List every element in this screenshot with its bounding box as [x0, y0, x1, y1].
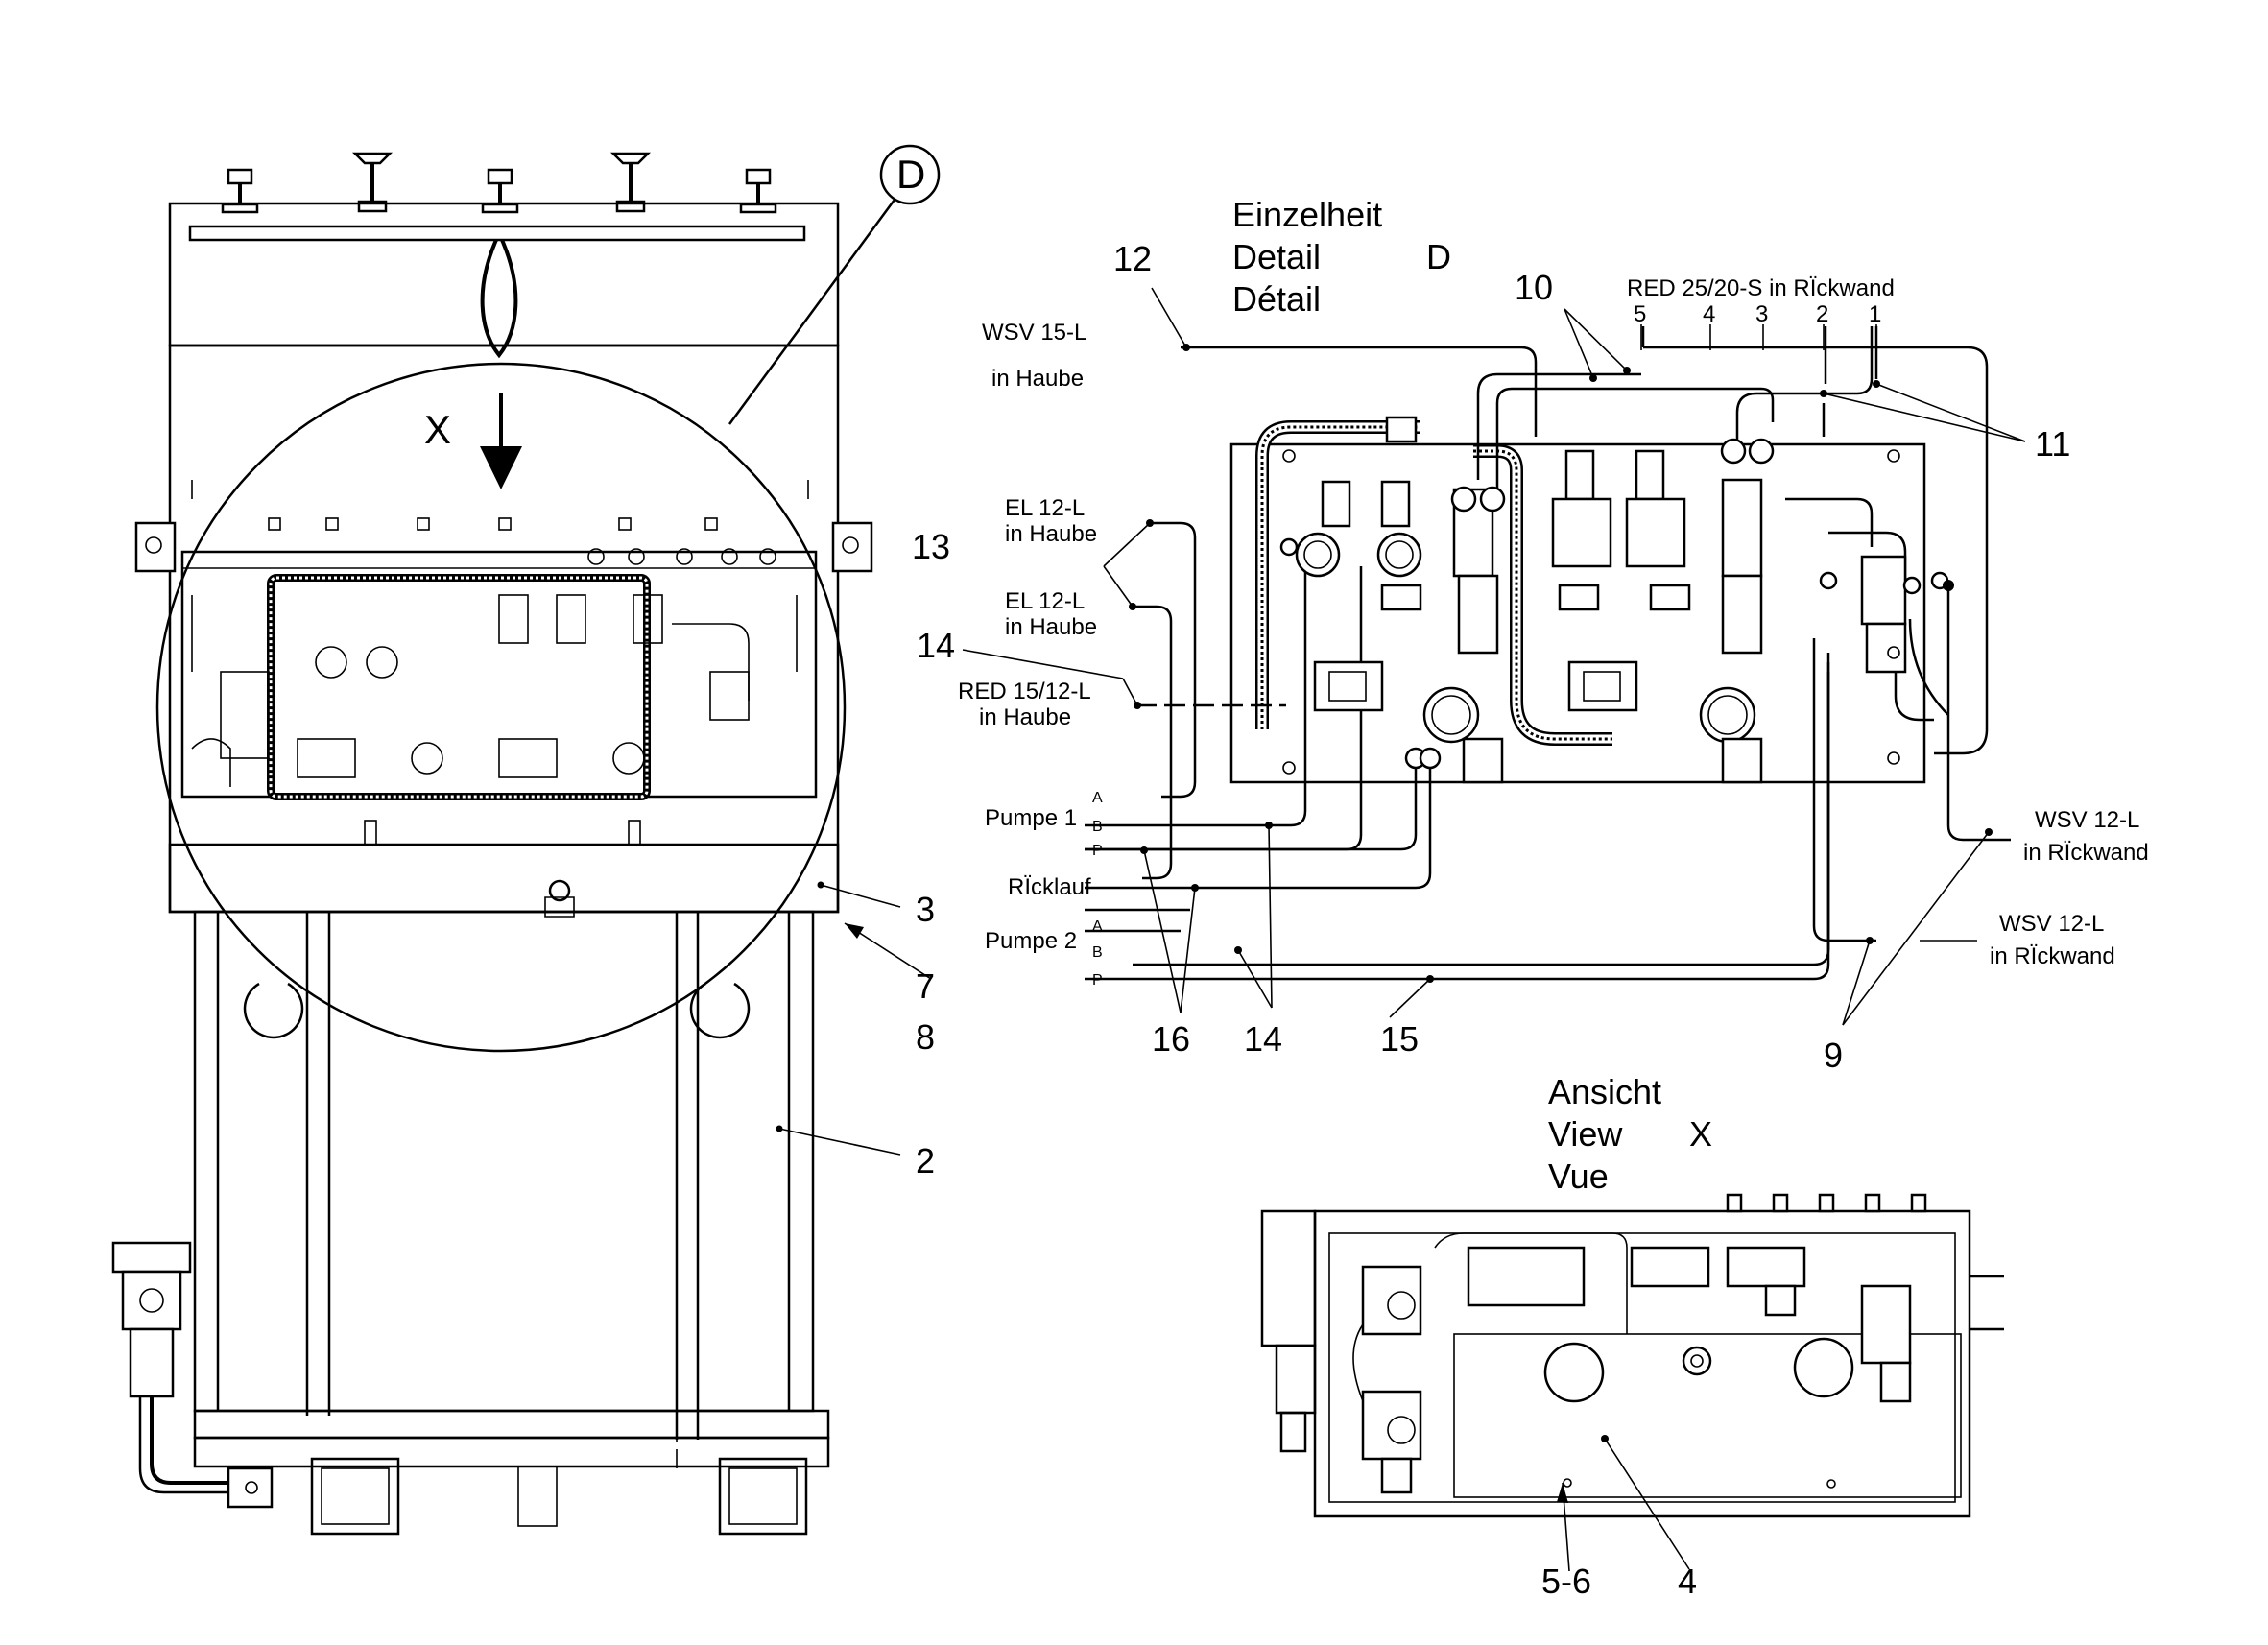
callout-5-6: 5-6	[1541, 1562, 1591, 1601]
label-pumpe1: Pumpe 1	[985, 805, 1077, 831]
label-el12a: EL 12-L	[1005, 495, 1085, 521]
label-p1-p: P	[1092, 843, 1103, 859]
view-arrow-label: X	[424, 407, 451, 452]
view-title-line3: Vue	[1548, 1156, 1609, 1196]
label-p2-p: P	[1092, 972, 1103, 989]
label-el12b: EL 12-L	[1005, 588, 1085, 614]
callout-16: 16	[1152, 1019, 1190, 1059]
label-wsv15-loc: in Haube	[991, 366, 1084, 392]
manifold-plate	[1229, 442, 1926, 784]
label-p1-a: A	[1092, 790, 1103, 806]
detail-title-line3: Détail	[1232, 279, 1321, 319]
callout-2: 2	[916, 1141, 935, 1180]
callout-15: 15	[1380, 1019, 1419, 1059]
detail-title-line2: Detail	[1232, 237, 1321, 276]
callout-7: 7	[916, 966, 935, 1006]
label-pumpe2: Pumpe 2	[985, 928, 1077, 954]
label-wsv15: WSV 15-L	[982, 320, 1086, 346]
frame-2	[193, 910, 815, 1413]
label-red15: RED 15/12-L	[958, 679, 1091, 704]
detail-marker: D	[896, 152, 925, 197]
hood-handle	[480, 239, 518, 359]
port-1: 1	[1869, 301, 1881, 327]
cabinet-overview: X D 3 7 8 2	[111, 144, 941, 1536]
label-wsv12b-loc: in RÏckwand	[1990, 943, 2115, 969]
detail-d: Einzelheit Detail Détail D	[912, 195, 2149, 1075]
port-4: 4	[1703, 301, 1715, 327]
callout-4: 4	[1678, 1562, 1697, 1601]
port-5: 5	[1634, 301, 1646, 327]
view-title-ref: X	[1689, 1114, 1712, 1154]
label-wsv12a-loc: in RÏckwand	[2023, 840, 2149, 866]
port-3: 3	[1755, 301, 1768, 327]
callout-11: 11	[2035, 424, 2070, 464]
detail-title-line1: Einzelheit	[1232, 195, 1382, 234]
label-p2-b: B	[1092, 944, 1103, 961]
view-title-line2: View	[1548, 1114, 1623, 1154]
callout-9: 9	[1824, 1036, 1843, 1075]
filter-unit	[111, 1241, 274, 1509]
label-red25: RED 25/20-S in RÏckwand	[1627, 275, 1895, 301]
label-p2-a: A	[1092, 918, 1103, 935]
label-el12a-loc: in Haube	[1005, 521, 1097, 547]
view-title-line1: Ansicht	[1548, 1072, 1661, 1111]
label-ruecklauf: RÏcklauf	[1008, 874, 1091, 900]
callout-3: 3	[916, 890, 935, 929]
callout-13: 13	[912, 527, 950, 566]
callout-14-upper: 14	[917, 626, 955, 665]
port-2: 2	[1816, 301, 1828, 327]
label-el12b-loc: in Haube	[1005, 614, 1097, 640]
label-wsv12b: WSV 12-L	[1999, 911, 2104, 937]
label-wsv12a: WSV 12-L	[2035, 807, 2139, 833]
callout-10: 10	[1515, 268, 1553, 307]
label-red15-loc: in Haube	[979, 704, 1071, 730]
callout-12: 12	[1113, 239, 1152, 278]
detail-d-circle	[155, 362, 847, 1053]
detail-title-ref: D	[1426, 237, 1451, 276]
callout-8: 8	[916, 1017, 935, 1057]
callout-14-lower: 14	[1244, 1019, 1282, 1059]
red25-port-numbers: 5 4 3 2 1	[1634, 301, 1881, 350]
view-x: Ansicht View Vue X	[1260, 1072, 2004, 1601]
label-p1-b: B	[1092, 819, 1103, 835]
hood-panel	[168, 202, 840, 347]
